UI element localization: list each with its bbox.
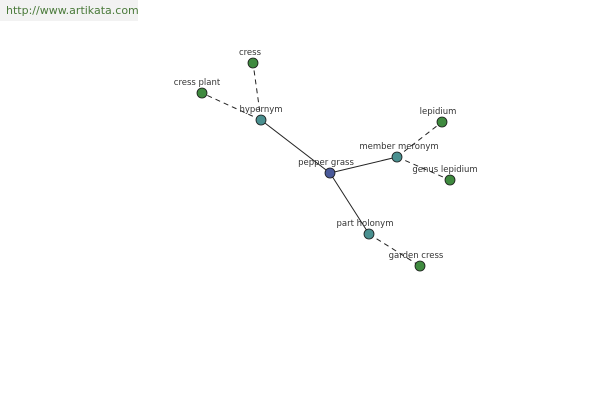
node-label-member-meronym[interactable]: member meronym xyxy=(359,142,438,152)
edges-layer xyxy=(201,62,451,267)
node-label-genus-lepidium[interactable]: genus lepidium xyxy=(412,165,477,175)
edge-pepper-grass-to-member-meronym xyxy=(329,156,398,174)
node-label-garden-cress[interactable]: garden cress xyxy=(389,251,444,261)
edge-hypernym-to-cress xyxy=(252,62,262,121)
node-label-cress-plant[interactable]: cress plant xyxy=(174,78,221,88)
node-garden-cress[interactable] xyxy=(414,260,426,272)
edge-hypernym-to-cress-plant xyxy=(201,92,262,121)
node-cress-plant[interactable] xyxy=(196,87,208,99)
labels-layer: pepper grass hypernym member meronym part h… xyxy=(174,48,478,261)
node-genus-lepidium[interactable] xyxy=(444,174,456,186)
node-label-pepper-grass[interactable]: pepper grass xyxy=(298,158,354,168)
node-label-hypernym[interactable]: hypernym xyxy=(239,105,282,115)
edge-member-meronym-to-lepidium xyxy=(396,121,443,158)
site-banner: http://www.artikata.com xyxy=(0,0,139,21)
node-part-holonym[interactable] xyxy=(363,228,375,240)
node-label-part-holonym[interactable]: part holonym xyxy=(337,219,394,229)
site-url-link[interactable]: http://www.artikata.com xyxy=(6,4,139,17)
node-member-meronym[interactable] xyxy=(391,151,403,163)
node-hypernym[interactable] xyxy=(255,114,267,126)
node-label-cress[interactable]: cress xyxy=(239,48,262,58)
node-label-lepidium[interactable]: lepidium xyxy=(420,107,457,117)
edge-part-holonym-to-garden-cress xyxy=(368,233,421,267)
edge-pepper-grass-to-part-holonym xyxy=(329,172,370,235)
node-lepidium[interactable] xyxy=(436,116,448,128)
node-pepper-grass[interactable] xyxy=(324,167,336,179)
edge-pepper-grass-to-hypernym xyxy=(260,119,331,174)
node-cress[interactable] xyxy=(247,57,259,69)
edge-member-meronym-to-genus-lepidium xyxy=(396,156,451,181)
nodes-layer xyxy=(196,57,456,272)
